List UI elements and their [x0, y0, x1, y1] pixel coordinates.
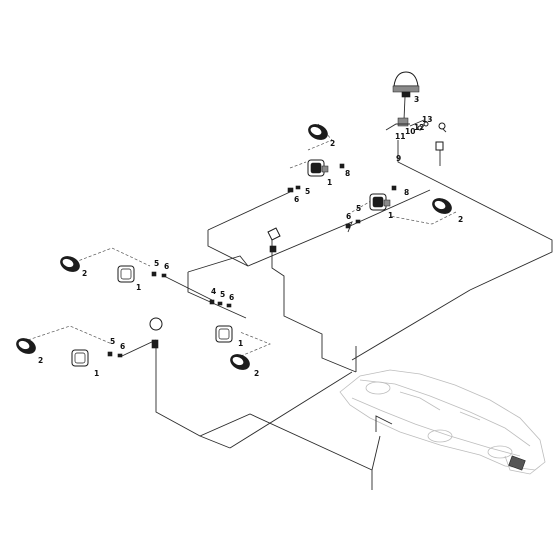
work-lamp-round-icon [16, 338, 36, 354]
callout-1: 1 [94, 369, 99, 378]
callout-6: 6 [229, 293, 234, 302]
callout-1: 1 [238, 339, 243, 348]
callout-5: 5 [154, 259, 159, 268]
callout-5: 5 [220, 290, 225, 299]
callout-3: 3 [414, 95, 419, 104]
callout-2: 2 [330, 139, 335, 148]
callout-10: 10 [405, 127, 415, 136]
callout-13: 13 [422, 115, 432, 124]
work-lamp-square-icon [215, 325, 233, 343]
fastener-icon [107, 163, 397, 358]
callout-2: 2 [38, 356, 43, 365]
callout-6: 6 [164, 262, 169, 271]
callout-2: 2 [254, 369, 259, 378]
machine-chassis-outline [339, 369, 546, 475]
callout-5: 5 [110, 337, 115, 346]
callout-11: 11 [395, 132, 405, 141]
callout-9: 9 [396, 154, 401, 163]
rotating-beacon-icon [385, 71, 420, 131]
callout-6: 6 [346, 212, 351, 221]
callout-1: 1 [388, 211, 393, 220]
work-lamp-round-icon [432, 198, 452, 214]
callout-1: 1 [136, 283, 141, 292]
callout-5: 5 [305, 187, 310, 196]
connector-icon [149, 317, 163, 349]
main-harness [121, 140, 553, 490]
work-lamp-round-icon [60, 256, 80, 272]
work-lamp-square-icon [117, 265, 135, 283]
callout-2: 2 [458, 215, 463, 224]
callout-labels: 3 2 1 8 5 6 8 1 5 6 2 5 6 2 1 4 5 6 1 2 … [38, 95, 463, 378]
leader-lines [27, 123, 457, 359]
work-lamp-round-icon [230, 354, 250, 370]
callout-5: 5 [356, 204, 361, 213]
callout-8: 8 [345, 169, 350, 178]
callout-6: 6 [294, 195, 299, 204]
callout-8: 8 [404, 188, 409, 197]
callout-2: 2 [82, 269, 87, 278]
work-lamp-square-icon [71, 349, 89, 367]
callout-1: 1 [327, 178, 332, 187]
callout-4: 4 [211, 287, 216, 296]
callout-12: 12 [414, 123, 424, 132]
connector-icon [267, 227, 281, 253]
callout-6: 6 [120, 342, 125, 351]
work-lamp-square-icon [307, 159, 329, 177]
work-lamp-round-icon [308, 124, 328, 140]
work-lamp-square-icon [369, 193, 391, 211]
beacon-mount-hardware-icon [409, 119, 447, 151]
